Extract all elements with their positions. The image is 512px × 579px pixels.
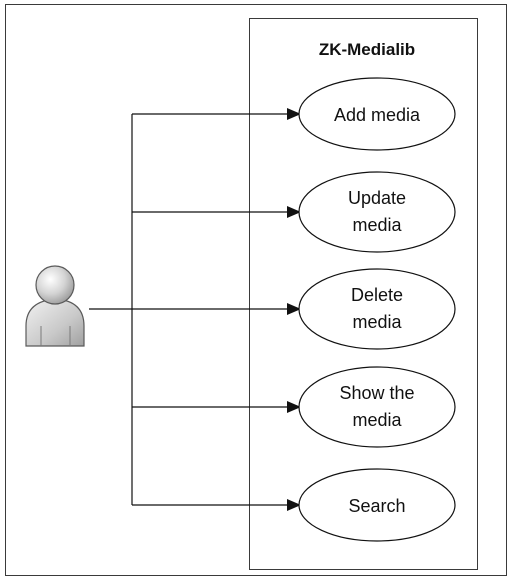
system-title: ZK-Medialib (319, 40, 415, 59)
use-case-ellipse (298, 77, 456, 151)
use-case-update-media: Update media (298, 171, 456, 253)
use-case-label-line-1: Show the (339, 383, 414, 403)
use-case-ellipse (298, 268, 456, 350)
use-case-label-line-2: media (352, 215, 402, 235)
use-case-label-line-2: media (352, 312, 402, 332)
use-case-add-media: Add media (298, 77, 456, 151)
use-case-label-line-1: Update (348, 188, 406, 208)
use-case-ellipse (298, 468, 456, 542)
system-boundary (249, 18, 478, 570)
use-case-ellipse (298, 171, 456, 253)
association-lines (89, 108, 301, 511)
use-case-label-line-2: media (352, 410, 402, 430)
use-case-label: Search (348, 496, 405, 516)
use-case-show-the-media: Show the media (298, 366, 456, 448)
actor-icon (25, 265, 85, 347)
use-case-label-line-1: Delete (351, 285, 403, 305)
use-case-delete-media: Delete media (298, 268, 456, 350)
outer-frame (5, 4, 507, 576)
use-case-ellipse (298, 366, 456, 448)
use-case-label: Add media (334, 105, 421, 125)
use-case-search: Search (298, 468, 456, 542)
